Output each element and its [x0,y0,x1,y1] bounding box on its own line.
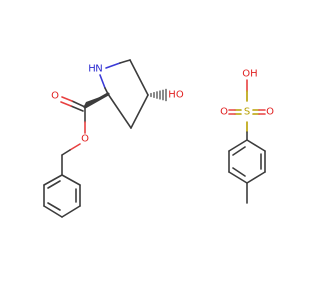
toluene-ring [228,139,266,184]
bond-o-ch2 [69,143,81,151]
atom-sulfonyl-o-left: O [220,107,228,118]
bond-c-o-double-a2 [61,96,73,102]
bond-c3-c2 [107,93,132,129]
atom-hydroxyl: HO [168,90,184,101]
bond-c-o-double-b [70,105,84,112]
atom-sulfonyl-o-right: O [266,107,274,118]
bond-c5-c4 [129,59,149,96]
atom-ester-o: O [81,134,89,145]
chemical-structure-drawing: N H HO O O [43,59,274,218]
benzyl-hydroxyprolinate: N H HO O O [43,59,184,218]
atom-nh-h: H [88,64,96,75]
wedge-body [83,92,110,109]
atom-carbonyl-o: O [51,91,59,102]
bond-n-c2 [99,74,106,89]
bond-n-c5-b [119,59,131,64]
structure-canvas: N H HO O O [43,59,274,218]
bond-n-c5 [105,62,121,69]
atom-n: N [95,64,102,75]
bond-c-o-double-a [71,100,86,108]
bond-c-o-double-b2 [60,101,72,107]
p-toluenesulfonic-acid: OH S O O [220,69,274,204]
bond-o-ch2-b [61,149,71,156]
phenyl-ring [43,174,81,218]
hashed-wedge-oh [150,88,167,102]
bond-c4-c3 [130,94,149,129]
atom-sulfonic-oh: OH [242,69,257,80]
atom-sulfur: S [244,107,250,118]
